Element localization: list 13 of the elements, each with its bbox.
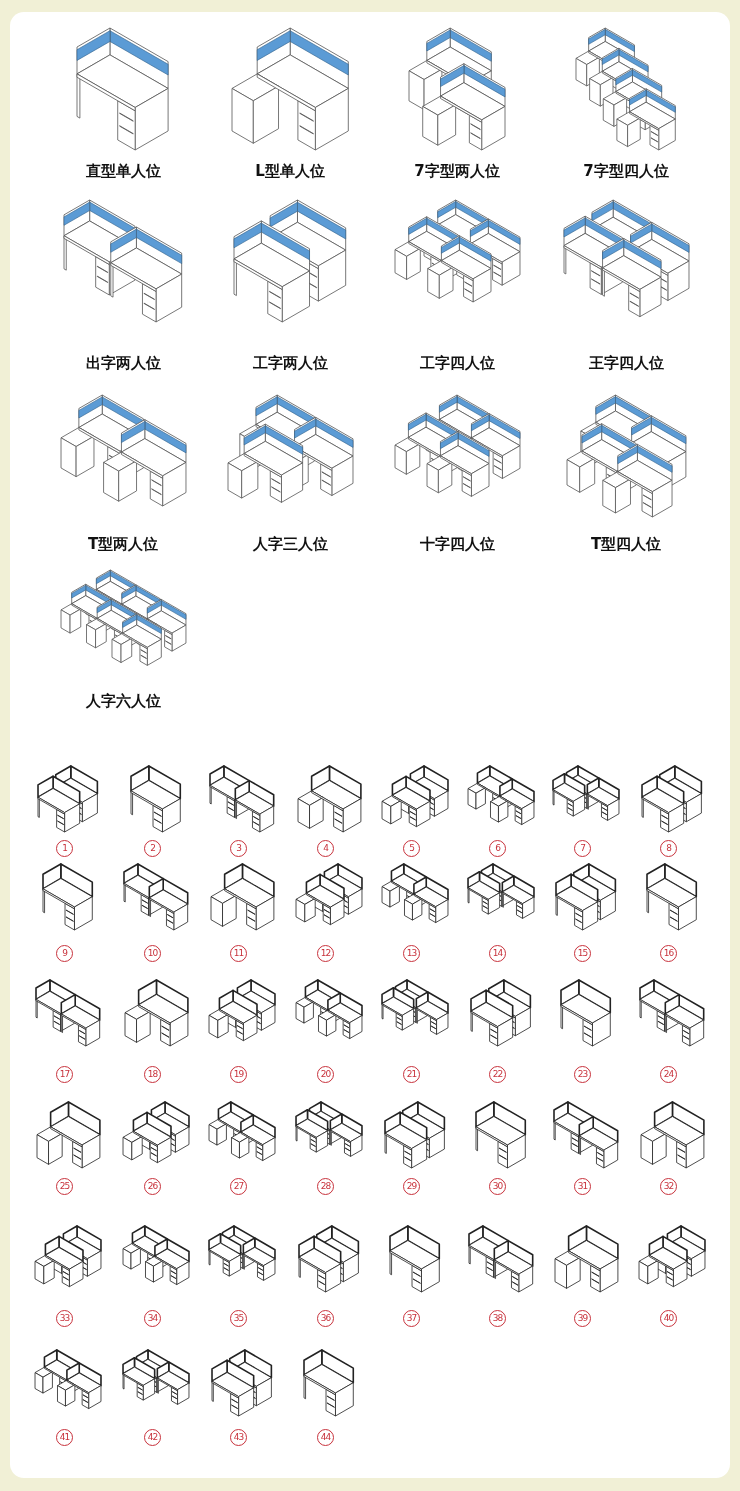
caption: T型四人位: [590, 535, 662, 553]
caption: 直型单人位: [85, 162, 161, 180]
caption: 工字四人位: [419, 354, 495, 372]
caption: 十字四人位: [419, 535, 495, 553]
caption: 出字两人位: [85, 354, 161, 372]
caption: 7字型四人位: [583, 162, 669, 180]
caption: 7字型两人位: [414, 162, 500, 180]
caption: 人字三人位: [252, 535, 328, 553]
caption: 工字两人位: [252, 354, 328, 372]
caption: L型单人位: [255, 162, 325, 180]
caption: T型两人位: [87, 535, 159, 553]
caption: 人字六人位: [85, 692, 161, 710]
caption: 王字四人位: [588, 354, 664, 372]
